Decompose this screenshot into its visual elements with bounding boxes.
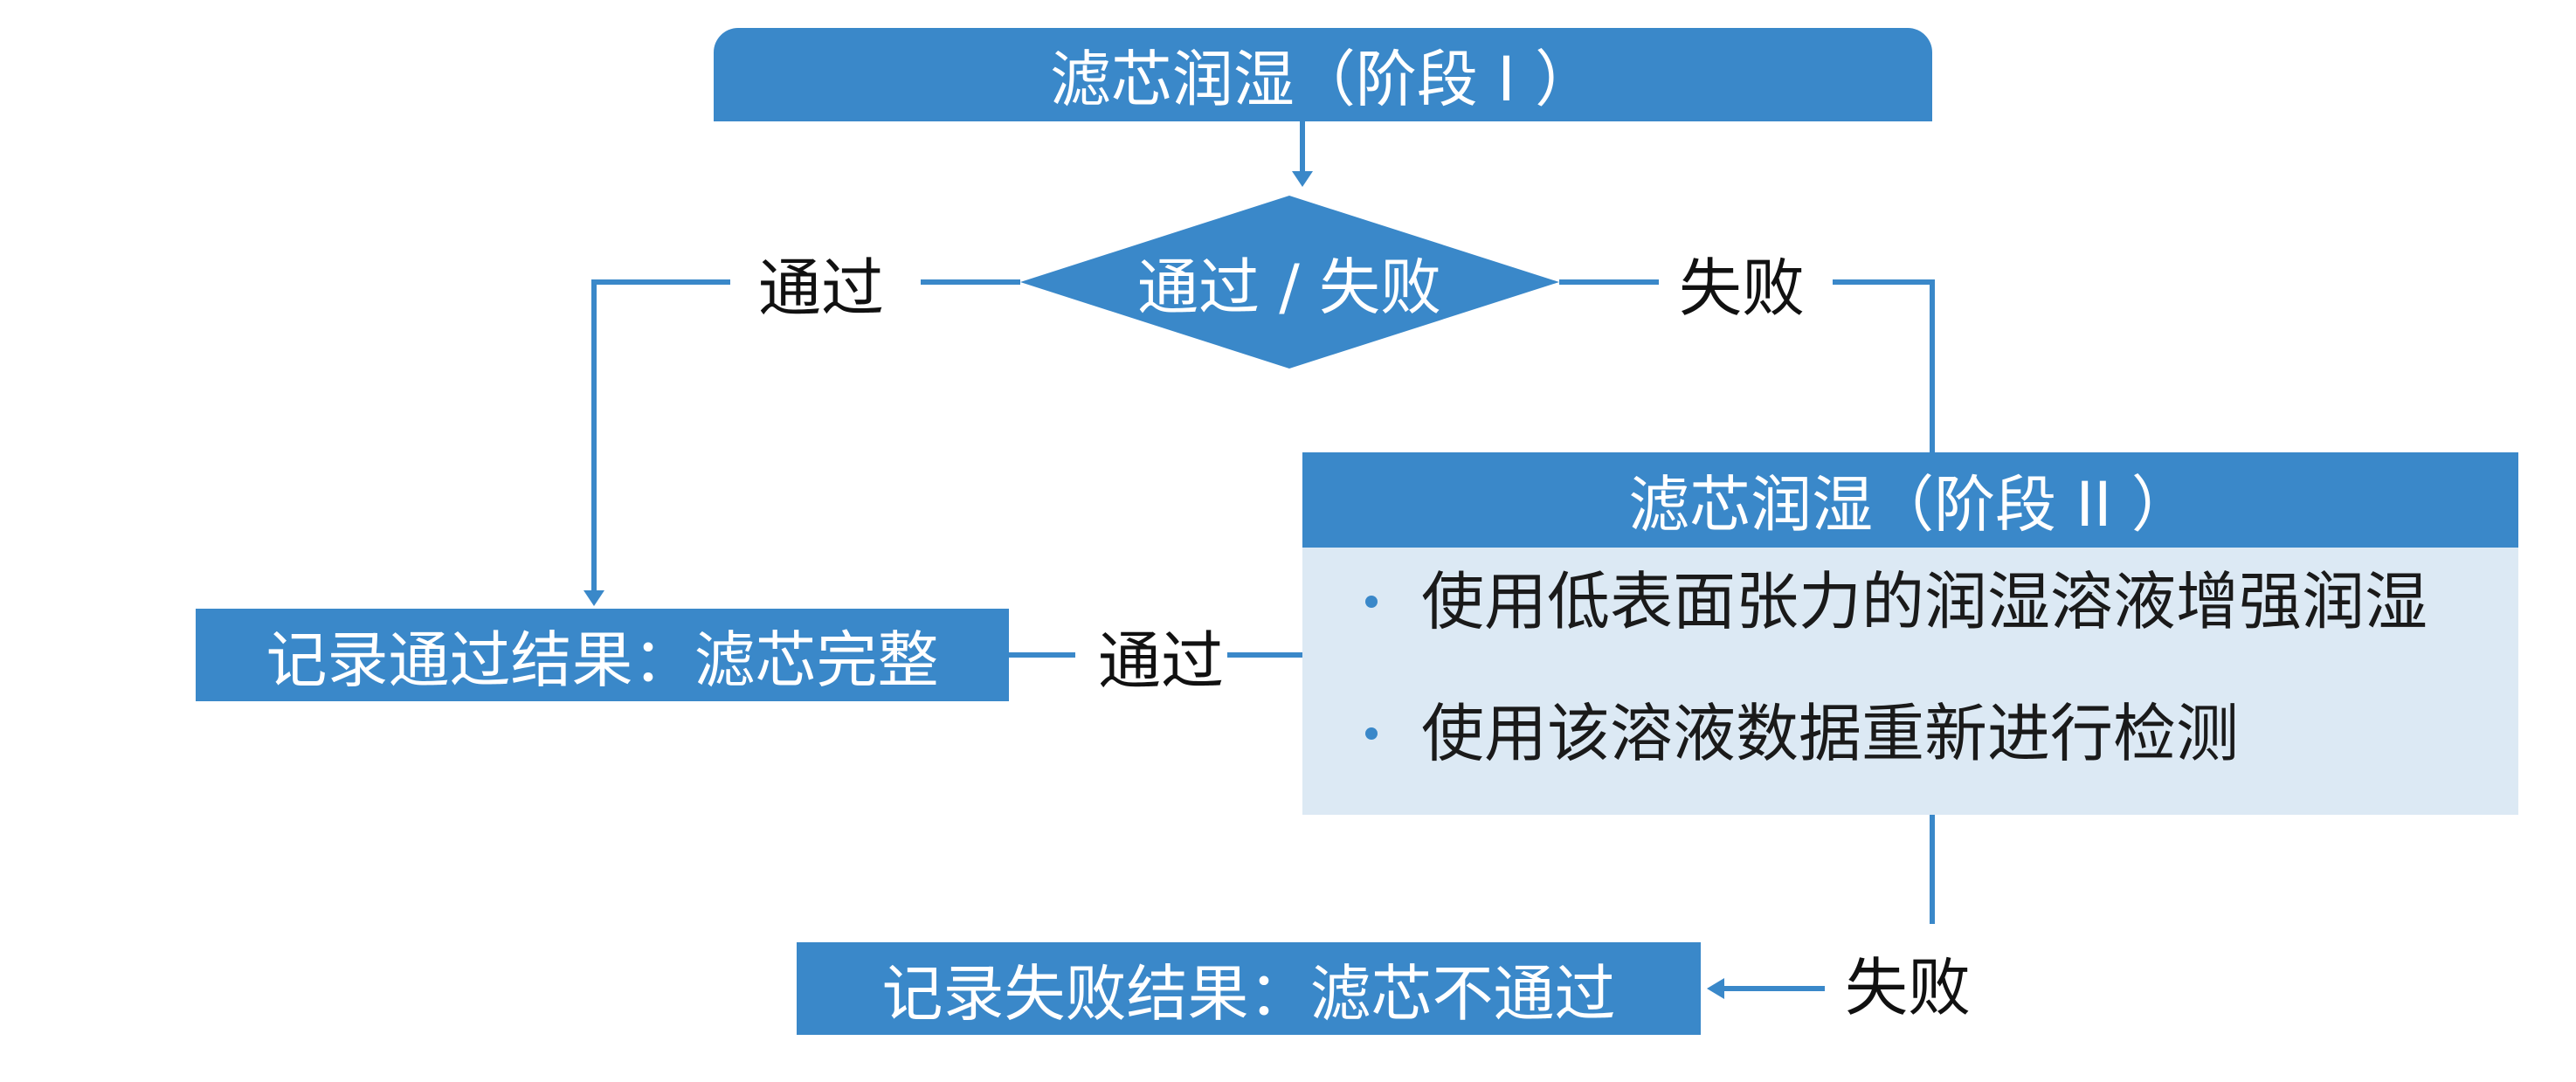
connector-fail-label-to-stage2 (1833, 279, 1935, 455)
stage2-bullet-text: 使用低表面张力的润湿溶液增强润湿 (1421, 565, 2428, 638)
stage1-box: 滤芯润湿（阶段 I ） (714, 28, 1932, 121)
pass-result-box: 记录通过结果：滤芯完整 (196, 609, 1009, 701)
fail-result-text: 记录失败结果：滤芯不通过 (881, 957, 1616, 1030)
stage1-title: 滤芯润湿（阶段 I ） (1049, 44, 1597, 115)
stage2-panel: 滤芯润湿（阶段 II ） 使用低表面张力的润湿溶液增强润湿 使用该溶液数据重新进… (1302, 452, 2518, 815)
stage2-body: 使用低表面张力的润湿溶液增强润湿 使用该溶液数据重新进行检测 (1302, 548, 2518, 815)
arrowhead-down-icon (1292, 171, 1313, 187)
stage2-bullet-item: 使用低表面张力的润湿溶液增强润湿 (1302, 558, 2518, 645)
branch-label-stage2-pass: 通过 (1097, 624, 1224, 698)
arrowhead-left-icon (1707, 978, 1724, 999)
connector-pass-label-to-pass-result (591, 279, 730, 592)
branch-label-decision-fail: 失败 (1678, 251, 1805, 325)
bullet-dot-icon (1365, 596, 1378, 608)
stage2-header: 滤芯润湿（阶段 II ） (1302, 452, 2518, 548)
stage2-title: 滤芯润湿（阶段 II ） (1628, 469, 2193, 541)
decision-diamond (1020, 196, 1559, 369)
branch-label-decision-pass: 通过 (757, 251, 884, 325)
pass-result-text: 记录通过结果：滤芯完整 (266, 624, 939, 696)
arrowhead-down-icon (584, 590, 604, 606)
stage2-bullet-text: 使用该溶液数据重新进行检测 (1421, 697, 2240, 770)
bullet-dot-icon (1365, 727, 1378, 740)
branch-label-stage2-fail: 失败 (1844, 950, 1971, 1024)
fail-result-box: 记录失败结果：滤芯不通过 (797, 942, 1701, 1035)
stage2-bullet-item: 使用该溶液数据重新进行检测 (1302, 690, 2518, 777)
decision-label: 通过 / 失败 (1136, 251, 1442, 323)
